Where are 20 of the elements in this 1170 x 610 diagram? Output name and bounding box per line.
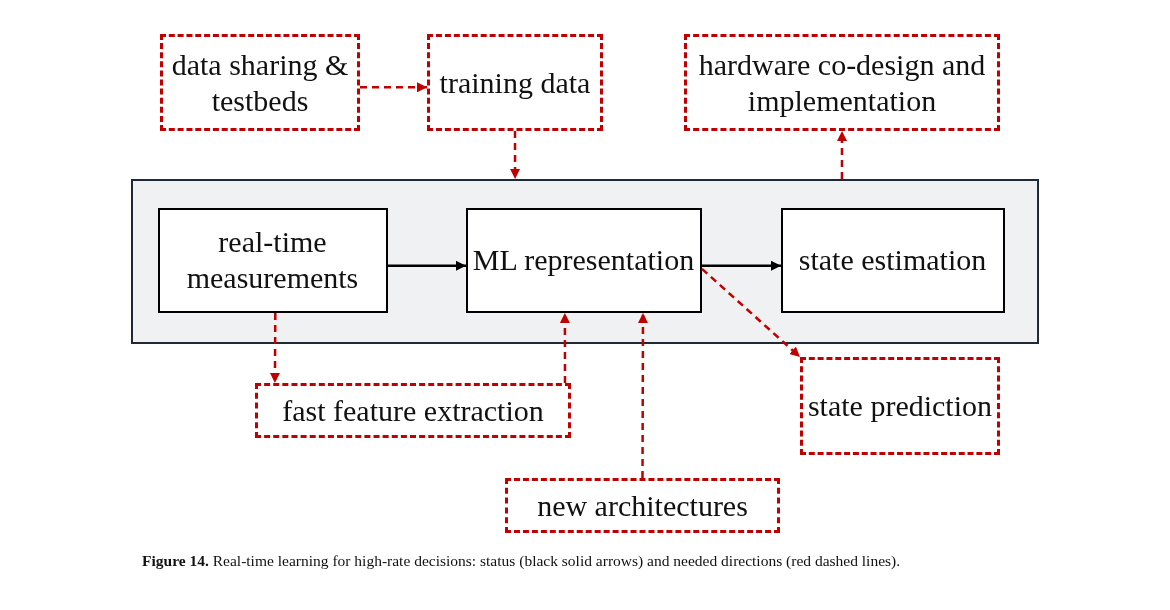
process-box: fast feature extraction bbox=[255, 383, 571, 438]
arrow bbox=[637, 313, 648, 478]
process-box: new architectures bbox=[505, 478, 780, 533]
process-box: real-time measurements bbox=[157, 207, 388, 313]
process-box: ML representation bbox=[465, 207, 702, 313]
arrow bbox=[388, 260, 466, 271]
arrow bbox=[559, 313, 570, 383]
process-box: data sharing & testbeds bbox=[160, 34, 360, 131]
figure-caption: Figure 14. Real-time learning for high-rate decisions: status (black solid arrows) and needed directions (red dashed lines). bbox=[142, 552, 901, 570]
arrow bbox=[269, 313, 280, 383]
arrow bbox=[701, 267, 801, 358]
panel bbox=[131, 179, 1039, 344]
process-box: state estimation bbox=[780, 207, 1005, 313]
arrow bbox=[702, 260, 781, 271]
arrow bbox=[360, 82, 427, 93]
process-box: training data bbox=[427, 34, 603, 131]
arrow bbox=[510, 131, 521, 179]
arrow bbox=[837, 131, 847, 179]
process-box: hardware co-design and implementation bbox=[684, 34, 1000, 131]
process-box: state prediction bbox=[800, 357, 1000, 455]
